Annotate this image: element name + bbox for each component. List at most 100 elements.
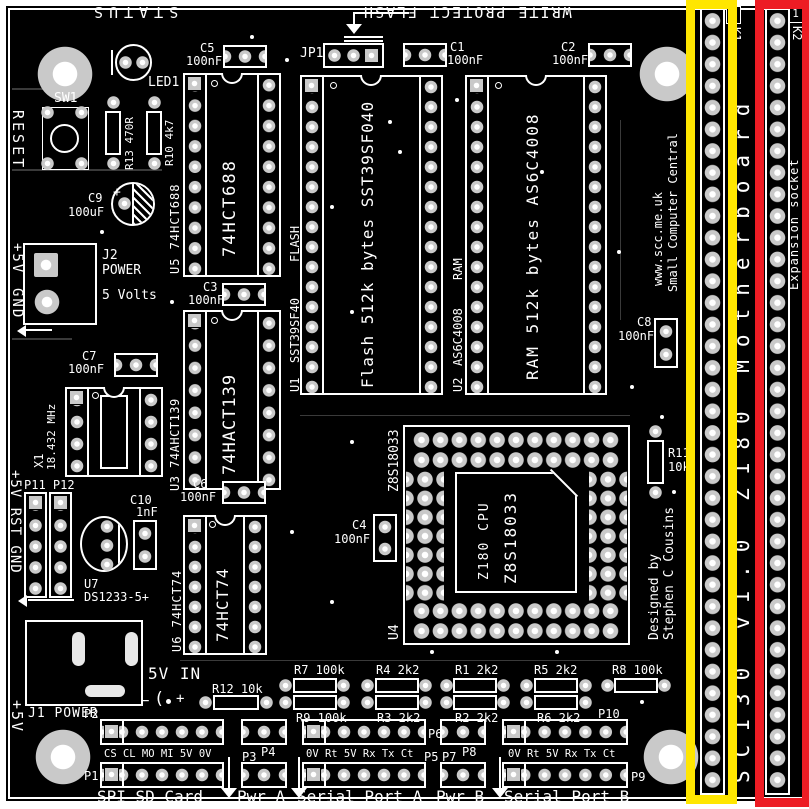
trace-line — [180, 660, 650, 661]
via-dot — [430, 650, 434, 654]
u4-pads-bottom — [412, 601, 620, 641]
r4-pad — [419, 679, 432, 692]
c1-ref: C1 — [450, 40, 465, 54]
u2-zone-label: RAM — [451, 258, 465, 280]
c9-value: 100uF — [68, 205, 105, 219]
c9-ref: C9 — [88, 191, 103, 205]
u6-body — [205, 515, 245, 655]
p2-pin1-square — [104, 724, 119, 739]
jp1-pin1-mark — [344, 40, 383, 42]
barrel-center-dot — [166, 699, 171, 704]
r12-body — [213, 695, 259, 710]
r10-pad — [148, 157, 161, 170]
u4-pads-left — [406, 470, 444, 602]
p5-header — [302, 762, 426, 788]
u3-pads-right — [257, 310, 281, 490]
x1-pads-right — [139, 387, 163, 477]
r13-pad — [107, 96, 120, 109]
r8-body — [614, 678, 658, 693]
u1-ref-label: U1 — [288, 377, 302, 392]
u2-pin1-ring — [495, 82, 502, 89]
serial-b-pin-labels: 0V Rt 5V Rx Tx Ct — [508, 748, 616, 760]
r3-pad — [419, 696, 432, 709]
c9-hatch — [133, 184, 153, 224]
via-dot — [660, 415, 664, 419]
r5-pad — [579, 679, 592, 692]
u1-pads-left — [300, 75, 324, 395]
r11-ref: R11 — [668, 446, 690, 460]
r12-pad — [260, 696, 273, 709]
c4-ref: C4 — [352, 518, 367, 532]
u5-pin1-ring — [211, 80, 218, 87]
c2-ref: C2 — [561, 40, 576, 54]
arrow-left-icon — [17, 325, 26, 337]
r9-pad — [279, 696, 292, 709]
r13-label: R13 470R — [123, 117, 136, 170]
via-dot — [290, 530, 294, 534]
c3-value: 100nF — [188, 293, 225, 307]
sw1-body — [42, 107, 89, 170]
u4-inner-body — [455, 472, 577, 593]
p11-pin1-square — [28, 495, 43, 510]
p6-label: P6 — [428, 727, 443, 741]
u1-pin1-square — [304, 78, 319, 93]
c2-pads — [588, 43, 632, 67]
leader-line — [353, 12, 355, 24]
j1-label: J1 POWER — [28, 706, 99, 721]
p11-pin1-line — [28, 599, 74, 601]
c2-value: 100nF — [552, 53, 589, 67]
via-dot — [250, 35, 254, 39]
u1-zone-label: FLASH — [288, 225, 302, 262]
j2-name: POWER — [102, 263, 142, 278]
r6-body — [534, 695, 578, 710]
c8-ref: C8 — [637, 315, 652, 329]
r1-pad — [497, 679, 510, 692]
c5-pads — [223, 45, 267, 68]
reset-label: RESET — [9, 110, 27, 171]
u5-pads-right — [257, 73, 281, 277]
p5-label: P5 — [424, 750, 439, 764]
c9-pad — [118, 197, 131, 210]
j1-slot — [85, 685, 125, 697]
c7-pads — [114, 353, 158, 377]
p2-divider — [122, 719, 124, 745]
r7-pad — [337, 679, 350, 692]
pwr-a-caption: Pwr A — [237, 787, 286, 806]
c9-plus-mark: + — [113, 185, 121, 200]
r12-pad — [199, 696, 212, 709]
c10-ref: C10 — [130, 493, 152, 507]
sw1-button — [50, 124, 79, 153]
r10-label: R10 4k7 — [163, 119, 176, 166]
x1-ref: X1 — [32, 453, 46, 468]
c6-value: 100nF — [180, 490, 217, 504]
p2-label: P2 — [84, 707, 99, 721]
c4-value: 100nF — [334, 532, 371, 546]
c3-ref: C3 — [203, 280, 218, 294]
pin1-arrow-line — [298, 757, 300, 789]
r3-pad — [361, 696, 374, 709]
led1-pad — [119, 56, 132, 69]
u6-pin1-ring — [209, 521, 216, 528]
k2-header — [765, 8, 790, 795]
c10-pads — [133, 520, 157, 570]
p11-pads — [24, 492, 47, 598]
spi-caption: SPI SD Card — [97, 787, 203, 806]
c7-value: 100nF — [68, 362, 105, 376]
jp1-label: JP1 — [300, 46, 324, 61]
mounting-hole — [639, 46, 695, 102]
r11-pad — [649, 486, 662, 499]
r3-label: R3 2k2 — [377, 711, 421, 725]
arrow-down-icon — [492, 788, 508, 798]
r4-label: R4 2k2 — [376, 663, 420, 677]
r9-pad — [337, 696, 350, 709]
u4-pads-top — [412, 430, 620, 470]
r13-pad — [107, 157, 120, 170]
r11-pad — [649, 425, 662, 438]
serial-a-caption: Serial Port A — [297, 787, 423, 806]
c5-value: 100nF — [186, 54, 223, 68]
sw1-pad — [75, 157, 88, 170]
designed-by-label: Designed by — [647, 553, 662, 640]
j2-body — [23, 243, 97, 325]
trace-line — [12, 338, 72, 340]
u1-inner-label: Flash 512k bytes SST39SF040 — [358, 100, 377, 388]
